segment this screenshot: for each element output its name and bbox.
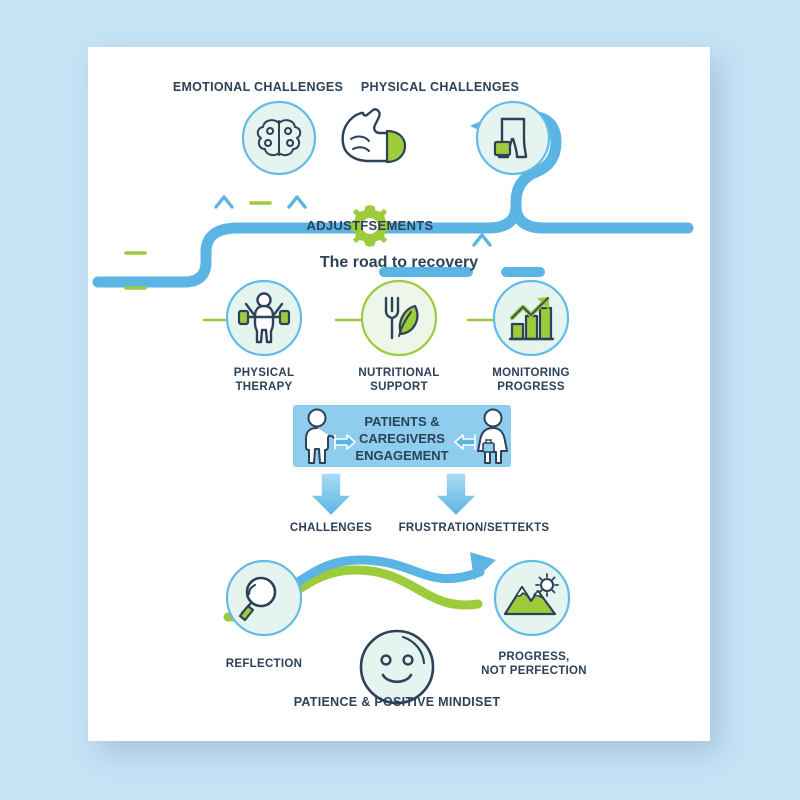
magnifying-glass-icon bbox=[224, 558, 304, 638]
engagement-title-line2: CAREGIVERS bbox=[359, 431, 445, 447]
engagement-title: PATIENTS & CAREGIVERS ENGAGEMENT bbox=[334, 413, 470, 464]
outcome-label-setbacks: FRUSTRATION/SETTEKTS bbox=[398, 522, 550, 534]
progress-not-perfection-label: PROGRESS, NOT PERFECTION bbox=[481, 651, 587, 677]
weightlifter-icon bbox=[224, 278, 304, 358]
reflection-label: REFLECTION bbox=[225, 658, 303, 670]
step-label-physical-therapy: PHYSICAL THERAPY bbox=[233, 367, 295, 393]
brain-icon bbox=[240, 99, 318, 177]
bar-chart-growth-icon bbox=[491, 278, 571, 358]
winding-road-path bbox=[88, 102, 710, 290]
step-label-monitoring-progress: MONITORING PROGRESS bbox=[492, 367, 570, 393]
down-arrow-icon-challenges bbox=[307, 471, 355, 517]
smiley-face-icon bbox=[357, 627, 437, 707]
patience-caption: PATIENCE & POSITIVE MINDISET bbox=[293, 695, 501, 709]
emotional-challenges-label: EMOTIONAL CHALLENGES bbox=[172, 80, 344, 94]
injured-leg-icon bbox=[474, 99, 552, 177]
outcome-label-challenges: CHALLENGES bbox=[289, 522, 373, 534]
step-label-nutritional-support: NUTRITIONAL SUPPORT bbox=[358, 367, 440, 393]
fork-leaf-icon bbox=[359, 278, 439, 358]
engagement-title-line3: ENGAGEMENT bbox=[355, 448, 449, 464]
mountain-sun-icon bbox=[492, 558, 572, 638]
caregiver-figure-icon bbox=[454, 405, 513, 467]
gear-icon bbox=[346, 202, 394, 250]
adjustments-label: ADJUSTFSEMENTS bbox=[306, 218, 434, 233]
physical-challenges-label: PHYSICAL CHALLENGES bbox=[360, 80, 520, 94]
engagement-title-line1: PATIENTS & bbox=[364, 414, 440, 429]
infographic-card: EMOTIONAL CHALLENGES PHYSICAL CHALLENGES bbox=[88, 47, 710, 741]
patient-figure-icon bbox=[297, 405, 356, 467]
flexed-bicep-icon bbox=[333, 105, 419, 177]
road-to-recovery-subtitle: The road to recovery bbox=[319, 254, 479, 271]
down-arrow-icon-setbacks bbox=[432, 471, 480, 517]
